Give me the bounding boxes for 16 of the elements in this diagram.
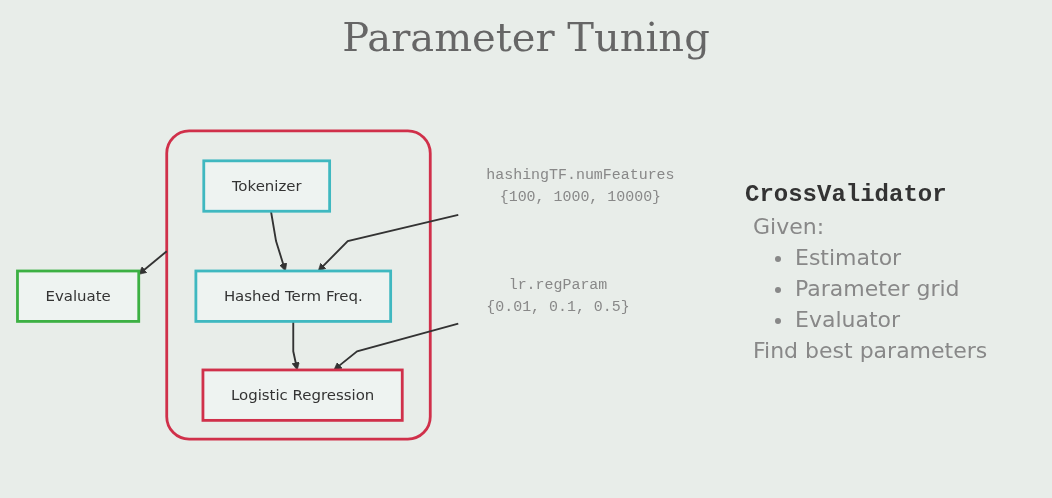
node-box: Logistic Regression [201, 368, 404, 422]
arrow [317, 214, 460, 272]
note-text: Find best parameters [753, 338, 989, 363]
bullet-text: Estimator [795, 245, 902, 270]
bullet-text: Evaluator [795, 307, 901, 332]
node-box: Evaluate [16, 269, 141, 323]
node-box: Hashed Term Freq. [194, 269, 393, 323]
heading: CrossValidator [745, 181, 948, 208]
node-box: Tokenizer [202, 159, 331, 213]
node-text: hashingTF.numFeatures {100, 1000, 10000} [486, 166, 675, 206]
arrow [138, 250, 168, 275]
cluster [165, 129, 432, 441]
title: Parameter Tuning [341, 14, 711, 60]
node-text: lr.regParam {0.01, 0.1, 0.5} [486, 276, 630, 316]
bullet-text: Parameter grid [795, 276, 960, 301]
note-text: Given: [753, 214, 826, 239]
